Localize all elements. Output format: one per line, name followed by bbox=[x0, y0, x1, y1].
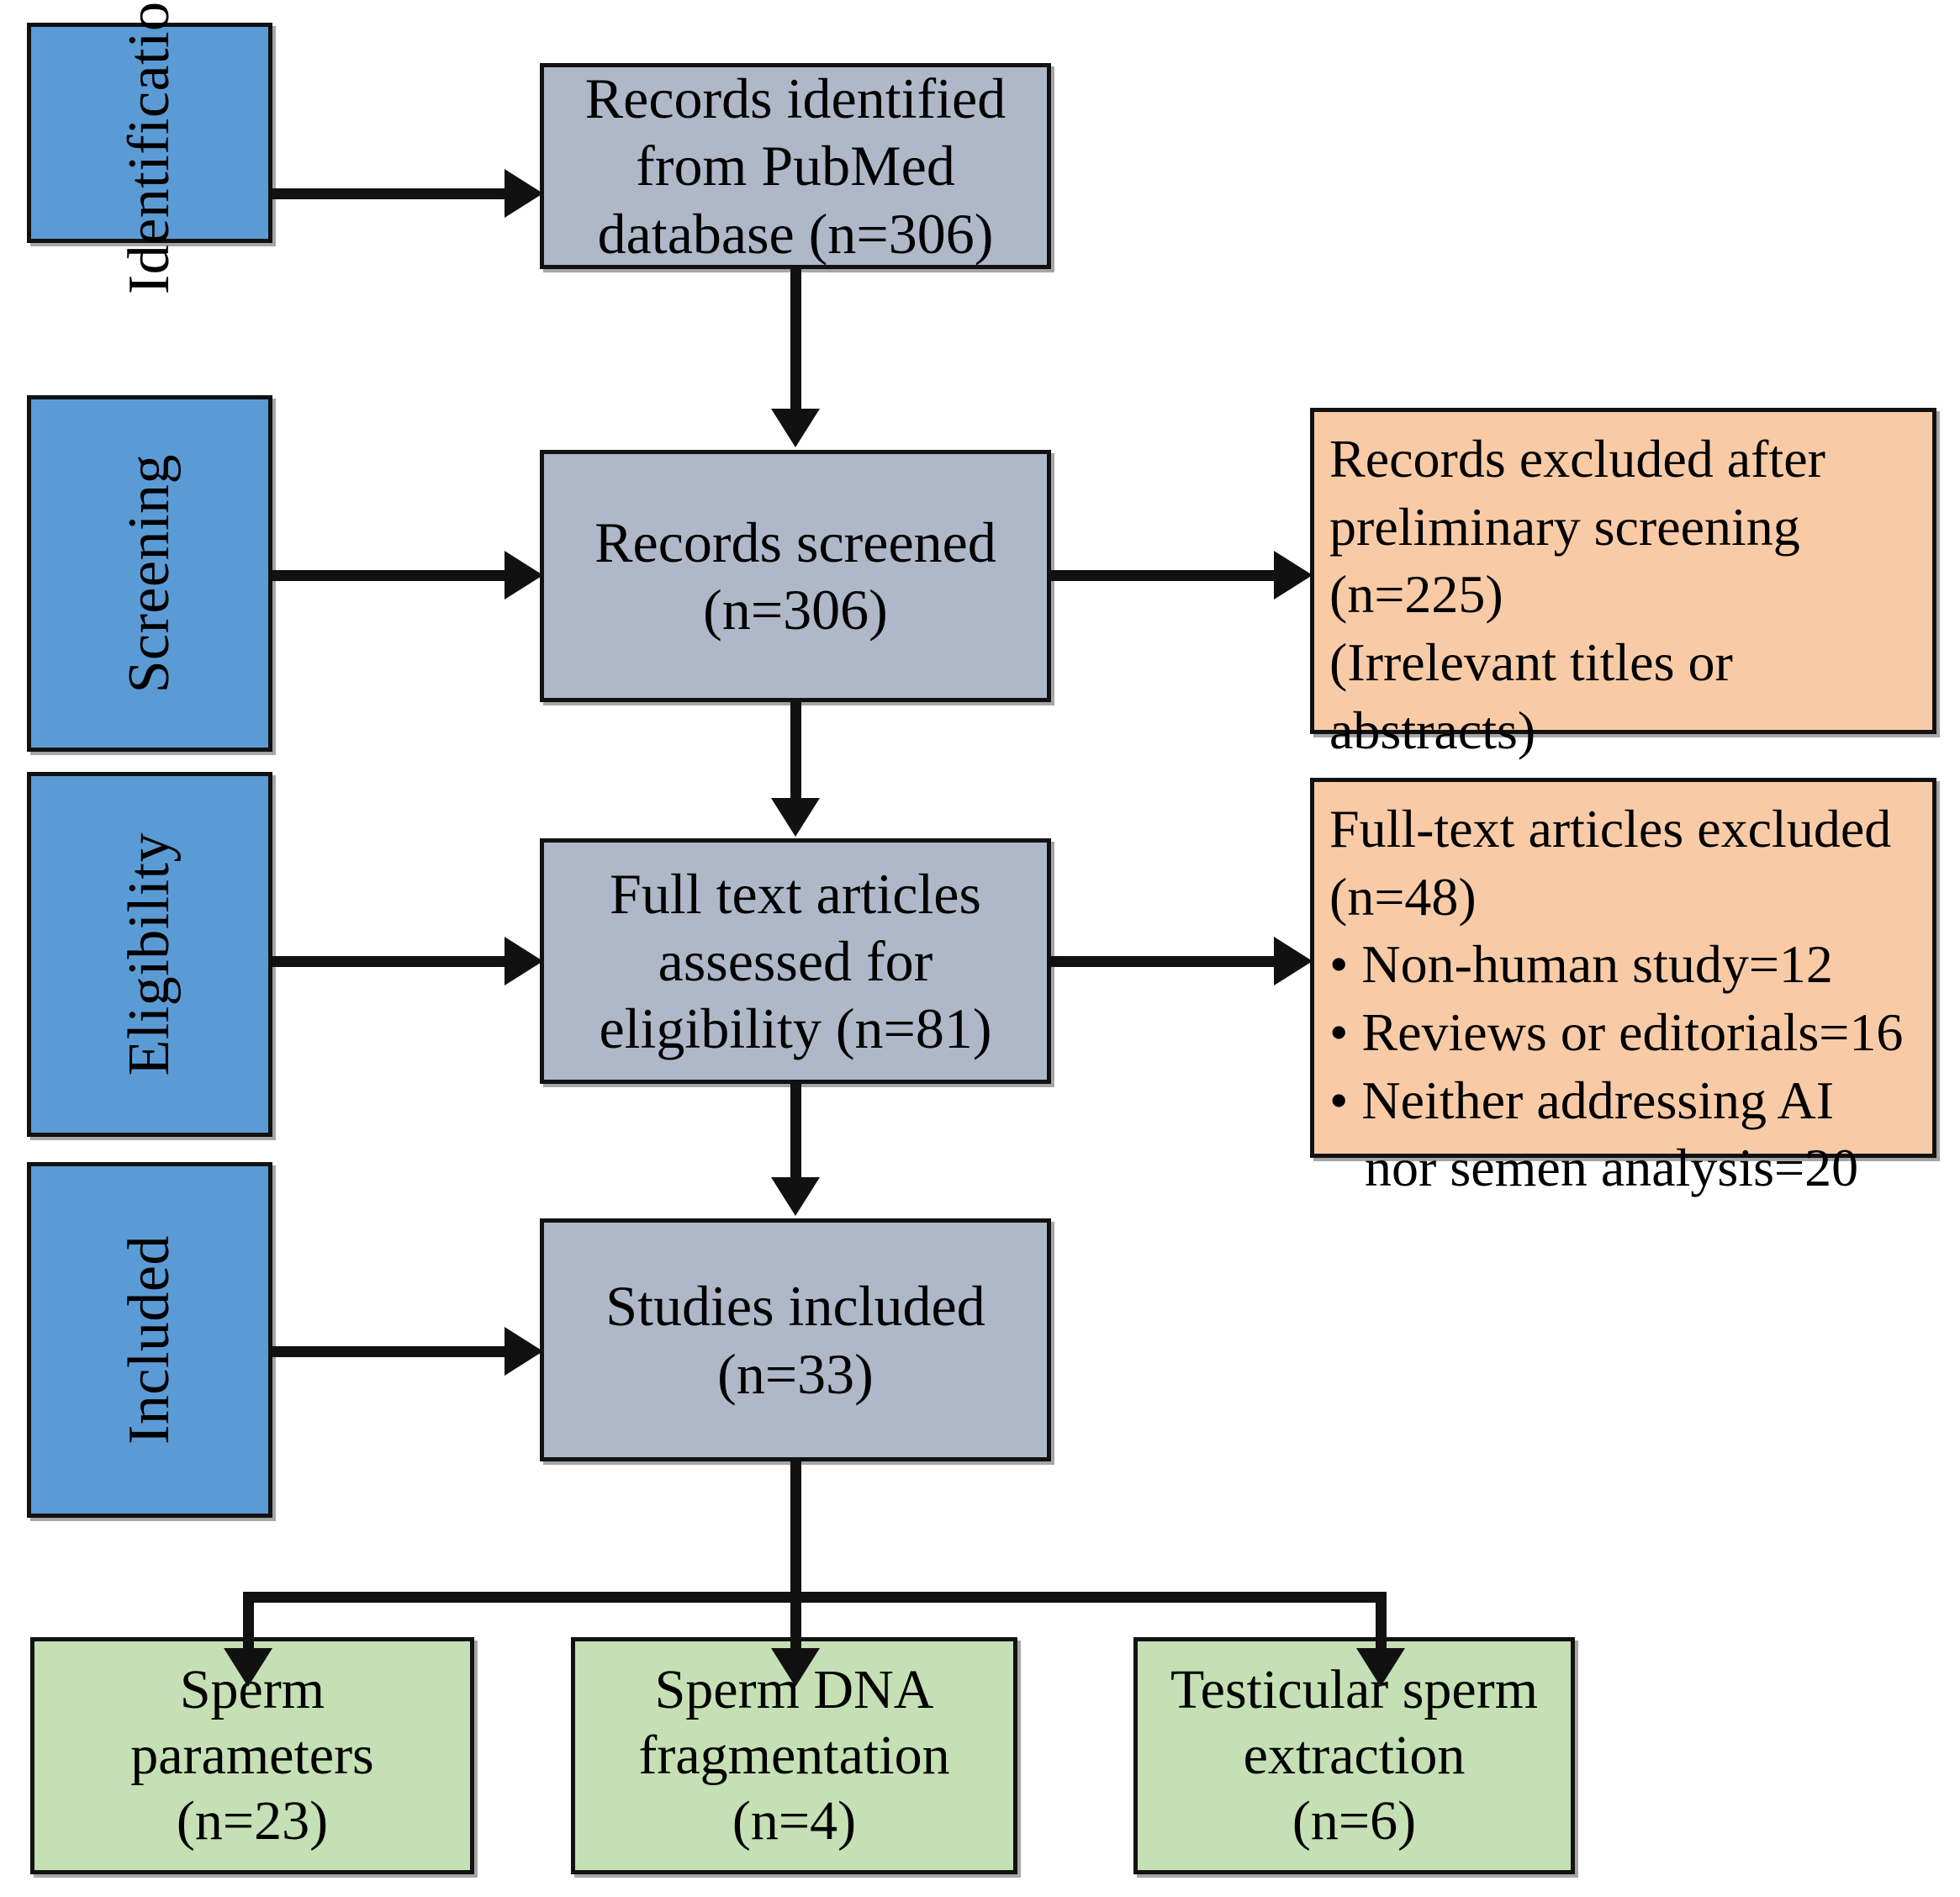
flow-line-2: assessed for bbox=[658, 928, 933, 993]
outcome-box-sperm-dna-fragmentation-text: Sperm DNA fragmentation (n=4) bbox=[626, 1657, 961, 1854]
flow-line-2: (n=33) bbox=[717, 1341, 874, 1406]
connector-identified-to-screened bbox=[790, 269, 801, 412]
stage-label-screening-text: Screening bbox=[116, 453, 182, 694]
arrowhead-to-sperm-parameters-icon bbox=[224, 1648, 272, 1687]
connector-screened-to-fulltext bbox=[790, 702, 801, 801]
exclusion-bullet-neither-ai-line1: • Neither addressing AI bbox=[1329, 1070, 1835, 1130]
stage-label-identification: Identification bbox=[27, 0, 272, 294]
arrowhead-to-records-screened-icon bbox=[771, 409, 820, 447]
outcome-box-sperm-parameters-text: Sperm parameters (n=23) bbox=[119, 1657, 386, 1854]
outcome-box-testicular-sperm-extraction-text: Testicular sperm extraction (n=6) bbox=[1159, 1657, 1550, 1854]
flow-line-2: (n=306) bbox=[703, 578, 888, 642]
arrowhead-to-sperm-dna-fragmentation-icon bbox=[771, 1648, 820, 1687]
exclusion-bullet-non-human: • Non-human study=12 bbox=[1329, 934, 1833, 995]
flow-box-records-screened: Records screened (n=306) bbox=[540, 450, 1051, 702]
flow-line-2: from PubMed bbox=[636, 134, 955, 198]
outcome-line-3: (n=23) bbox=[176, 1789, 329, 1852]
flow-box-fulltext-assessed: Full text articles assessed for eligibil… bbox=[540, 838, 1051, 1084]
stage-label-included-text: Included bbox=[116, 1235, 182, 1445]
arrowhead-to-testicular-sperm-extraction-icon bbox=[1356, 1648, 1405, 1687]
flow-line-1: Records screened bbox=[594, 510, 996, 574]
exclusion-line-2: preliminary screening bbox=[1329, 496, 1800, 557]
connector-bus-to-fragmentation bbox=[790, 1592, 801, 1652]
outcome-line-3: (n=4) bbox=[732, 1789, 857, 1852]
exclusion-box-screening-text: Records excluded after preliminary scree… bbox=[1314, 412, 1932, 773]
arrowhead-to-fulltext-side-icon bbox=[505, 937, 543, 985]
flow-line-3: database (n=306) bbox=[597, 201, 994, 266]
connector-bus-to-parameters bbox=[243, 1592, 254, 1652]
arrowhead-to-records-excluded-icon bbox=[1274, 551, 1313, 600]
flow-box-studies-included: Studies included (n=33) bbox=[540, 1218, 1051, 1461]
flow-line-1: Records identified bbox=[584, 66, 1006, 131]
exclusion-box-fulltext-text: Full-text articles excluded (n=48) • Non… bbox=[1314, 782, 1932, 1211]
stage-label-identification-text: Identification bbox=[116, 0, 182, 295]
flow-line-3: eligibility (n=81) bbox=[599, 996, 992, 1061]
flow-line-1: Studies included bbox=[605, 1274, 985, 1339]
outcome-line-1: Testicular sperm bbox=[1170, 1659, 1539, 1721]
outcome-box-sperm-dna-fragmentation: Sperm DNA fragmentation (n=4) bbox=[571, 1637, 1017, 1874]
outcome-box-testicular-sperm-extraction: Testicular sperm extraction (n=6) bbox=[1133, 1637, 1575, 1874]
connector-eligibility-to-fulltext bbox=[272, 956, 508, 967]
stage-label-eligibility-text: Eligibility bbox=[116, 832, 182, 1076]
connector-bus-to-extraction bbox=[1376, 1592, 1387, 1652]
exclusion-line-5: abstracts) bbox=[1329, 700, 1536, 760]
exclusion-line-2: (n=48) bbox=[1329, 866, 1477, 927]
outcome-line-2: extraction bbox=[1243, 1725, 1466, 1787]
connector-identification-to-identified bbox=[272, 188, 508, 199]
arrowhead-to-fulltext-excluded-icon bbox=[1274, 937, 1313, 985]
exclusion-box-fulltext: Full-text articles excluded (n=48) • Non… bbox=[1310, 778, 1936, 1197]
arrowhead-to-records-identified-icon bbox=[505, 169, 543, 218]
connector-fulltext-to-excluded bbox=[1051, 956, 1280, 967]
exclusion-line-1: Records excluded after bbox=[1329, 429, 1825, 489]
exclusion-bullet-neither-ai-line2: nor semen analysis=20 bbox=[1365, 1138, 1859, 1198]
flow-box-records-identified-text: Records identified from PubMed database … bbox=[572, 65, 1019, 267]
flow-box-fulltext-assessed-text: Full text articles assessed for eligibil… bbox=[585, 860, 1005, 1063]
arrowhead-to-fulltext-icon bbox=[771, 798, 820, 837]
connector-included-to-bus bbox=[790, 1461, 801, 1603]
arrowhead-to-records-screened-side-icon bbox=[505, 551, 543, 600]
exclusion-line-3: (n=225) bbox=[1329, 564, 1503, 625]
connector-included-to-studies bbox=[272, 1346, 508, 1357]
flow-box-records-screened-text: Records screened (n=306) bbox=[581, 509, 1010, 643]
outcome-line-3: (n=6) bbox=[1292, 1789, 1417, 1852]
outcome-line-2: parameters bbox=[130, 1725, 374, 1787]
stage-label-included: Included bbox=[27, 1162, 272, 1518]
connector-screened-to-excluded bbox=[1051, 570, 1280, 581]
outcome-line-2: fragmentation bbox=[638, 1725, 950, 1787]
exclusion-line-1: Full-text articles excluded bbox=[1329, 799, 1892, 859]
stage-label-eligibility: Eligibility bbox=[27, 772, 272, 1137]
arrowhead-to-studies-included-side-icon bbox=[505, 1327, 543, 1376]
connector-screening-to-screened bbox=[272, 570, 508, 581]
connector-fulltext-to-included bbox=[790, 1084, 801, 1181]
flow-line-1: Full text articles bbox=[610, 861, 981, 926]
exclusion-box-screening: Records excluded after preliminary scree… bbox=[1310, 408, 1936, 760]
stage-label-screening: Screening bbox=[27, 395, 272, 752]
exclusion-line-4: (Irrelevant titles or bbox=[1329, 631, 1733, 692]
arrowhead-to-studies-included-icon bbox=[771, 1177, 820, 1216]
connector-branch-bus bbox=[243, 1592, 1387, 1603]
exclusion-bullet-neither-ai: • Neither addressing AI nor semen analys… bbox=[1329, 1067, 1917, 1202]
exclusion-bullet-reviews: • Reviews or editorials=16 bbox=[1329, 1001, 1904, 1062]
flow-box-records-identified: Records identified from PubMed database … bbox=[540, 63, 1051, 269]
flow-box-studies-included-text: Studies included (n=33) bbox=[592, 1272, 998, 1407]
